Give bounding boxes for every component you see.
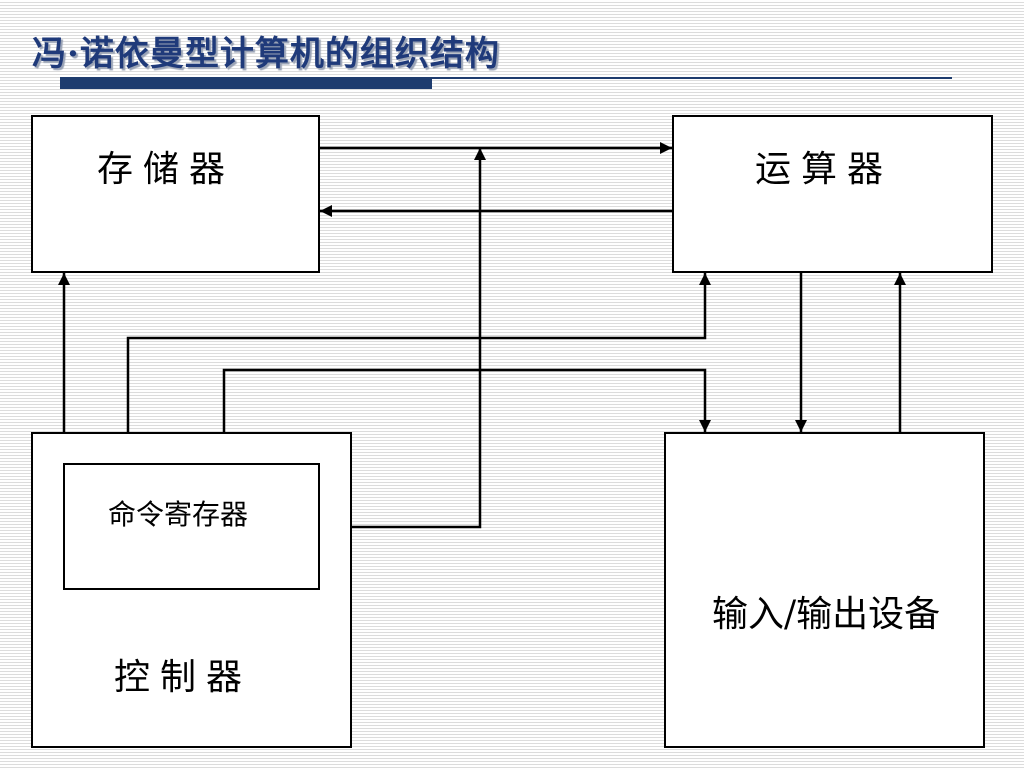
alu-box [672,115,993,273]
instruction-register-box [63,463,320,590]
title-underline-thick [60,77,432,89]
arrow-controller-to-alu [126,273,711,432]
io-device-box [664,432,985,748]
memory-label: 存储器 [97,149,236,190]
page-title: 冯·诺依曼型计算机的组织结构 [32,34,500,74]
title-underline-thin [432,77,952,79]
arrow-controller-to-io [222,368,711,432]
memory-box [31,115,320,273]
arrow-instr-reg-to-memory-alu-bus [320,148,486,529]
instruction-register-label: 命令寄存器 [108,498,249,531]
alu-label: 运算器 [755,149,894,190]
io-device-label: 输入/输出设备 [712,594,941,635]
controller-label: 控制器 [114,657,253,698]
